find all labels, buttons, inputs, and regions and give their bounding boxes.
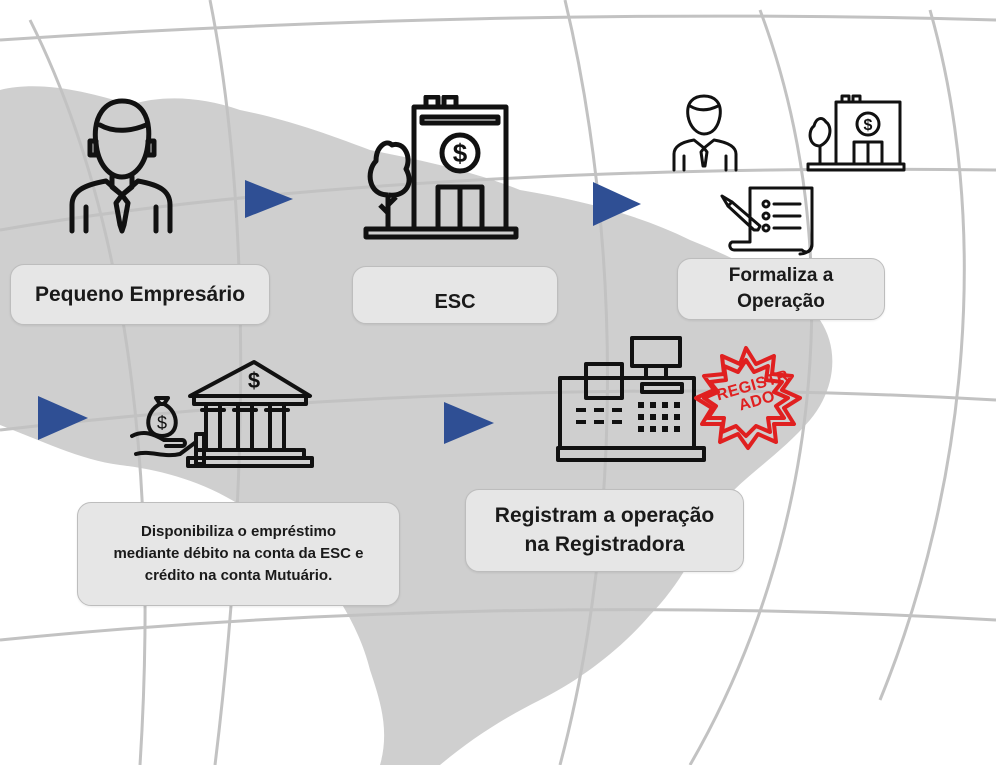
svg-text:$: $ xyxy=(864,117,873,134)
bank-building-icon: $ xyxy=(363,95,519,240)
step-formaliza-operacao: Formaliza a Operação xyxy=(677,258,885,320)
flow-arrow-1 xyxy=(245,180,293,218)
svg-text:$: $ xyxy=(453,138,468,168)
flow-arrow-4 xyxy=(444,402,494,444)
step-label-line-2: na Registradora xyxy=(524,532,685,556)
contract-icon: $ xyxy=(672,94,906,256)
step-pequeno-empresario: Pequeno Empresário xyxy=(10,264,270,325)
step-label-line-2: Operação xyxy=(737,291,825,312)
step-label-line-3: crédito na conta Mutuário. xyxy=(144,566,333,584)
step-label-line-2: mediante débito na conta da ESC e xyxy=(113,545,364,563)
step-label-line-1: Registram a operação xyxy=(494,504,715,528)
step-label: ESC xyxy=(434,290,476,313)
flow-arrow-3 xyxy=(38,396,88,440)
bank-columns-icon: $ $ xyxy=(130,360,314,468)
step-disponibiliza-emprestimo: Disponibiliza o empréstimo mediante débi… xyxy=(77,502,400,606)
step-label-line-1: Formaliza a xyxy=(728,265,834,287)
small-person-icon xyxy=(672,94,738,172)
svg-text:$: $ xyxy=(248,368,260,393)
small-building-icon xyxy=(806,94,906,172)
registered-stamp-icon xyxy=(694,346,802,450)
svg-text:$: $ xyxy=(157,413,167,433)
map-landmass xyxy=(0,86,833,765)
flow-arrow-2 xyxy=(593,182,641,226)
step-label: Pequeno Empresário xyxy=(34,282,246,306)
person-tie-icon xyxy=(69,98,173,234)
cash-register-icon xyxy=(556,336,802,462)
step-label-line-1: Disponibiliza o empréstimo xyxy=(140,523,337,541)
step-esc: ESC xyxy=(352,266,558,324)
step-registram-operacao: Registram a operação na Registradora xyxy=(465,489,744,572)
